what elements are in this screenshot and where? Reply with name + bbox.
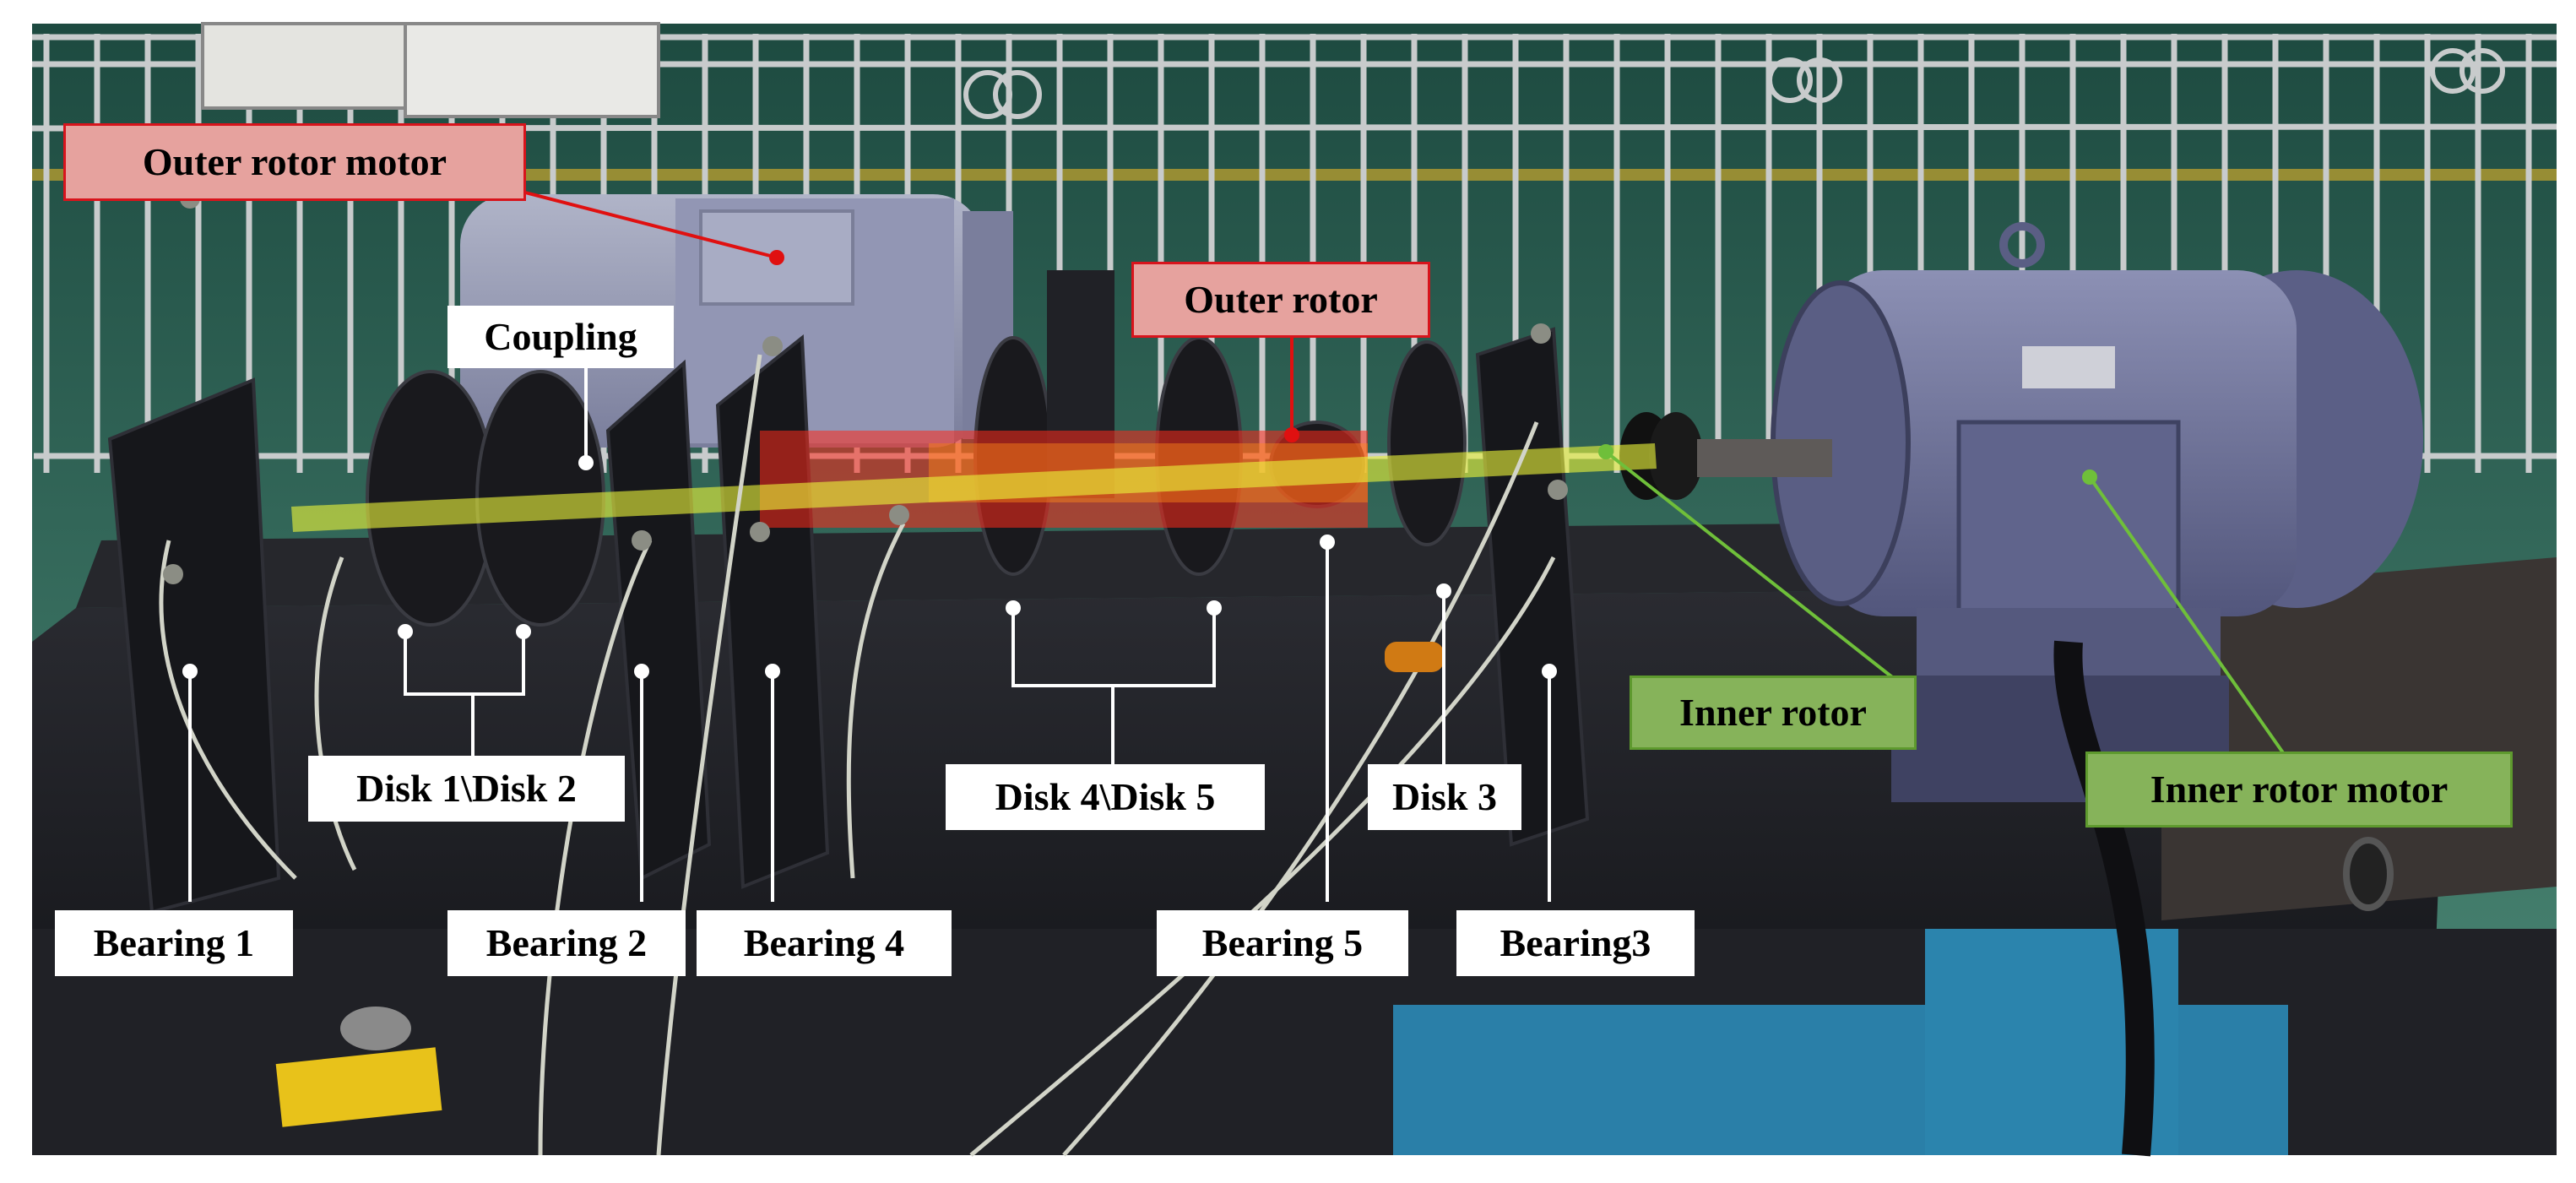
inner-rotor-motor-terminal-box — [1956, 420, 2181, 619]
label-inner-rotor: Inner rotor — [1630, 676, 1917, 750]
label-disk4-disk5: Disk 4\Disk 5 — [946, 764, 1265, 830]
bolt-washer — [340, 1007, 411, 1050]
lifting-eye — [1999, 222, 2045, 268]
leader-markers-white — [182, 455, 1557, 679]
label-inner-rotor-motor: Inner rotor motor — [2085, 752, 2513, 828]
bolt-washer — [2343, 837, 2394, 911]
label-disk1-disk2: Disk 1\Disk 2 — [308, 756, 625, 822]
label-disk3: Disk 3 — [1368, 764, 1521, 830]
floor-stripe — [32, 169, 2557, 181]
displacement-sensor — [1385, 642, 1444, 672]
label-bearing-4: Bearing 4 — [697, 910, 952, 976]
leader-lines-green — [1604, 450, 2290, 762]
label-bearing-5: Bearing 5 — [1157, 910, 1408, 976]
outer-rotor-motor-terminal-box — [699, 209, 854, 306]
label-outer-rotor-motor: Outer rotor motor — [63, 123, 526, 201]
rail — [2161, 557, 2557, 920]
leader-lines-red — [524, 191, 1293, 431]
inner-rotor-motor-nameplate — [2022, 346, 2115, 388]
label-bearing-2: Bearing 2 — [447, 910, 686, 976]
leader-markers-green — [1598, 444, 2097, 485]
leader-markers-red — [769, 250, 1299, 442]
label-coupling: Coupling — [447, 306, 674, 368]
flexible-coupling — [1649, 412, 1703, 500]
warning-sticker-icon — [275, 1047, 442, 1127]
label-outer-rotor: Outer rotor — [1131, 262, 1430, 338]
inner-rotor-highlight — [291, 443, 1657, 532]
railing-rings — [963, 48, 2505, 119]
notice-board — [404, 22, 660, 118]
label-bearing-1: Bearing 1 — [55, 910, 293, 976]
leader-lines-white — [188, 361, 1551, 902]
label-bearing-3: Bearing3 — [1456, 910, 1695, 976]
motor-shaft — [1697, 439, 1832, 477]
